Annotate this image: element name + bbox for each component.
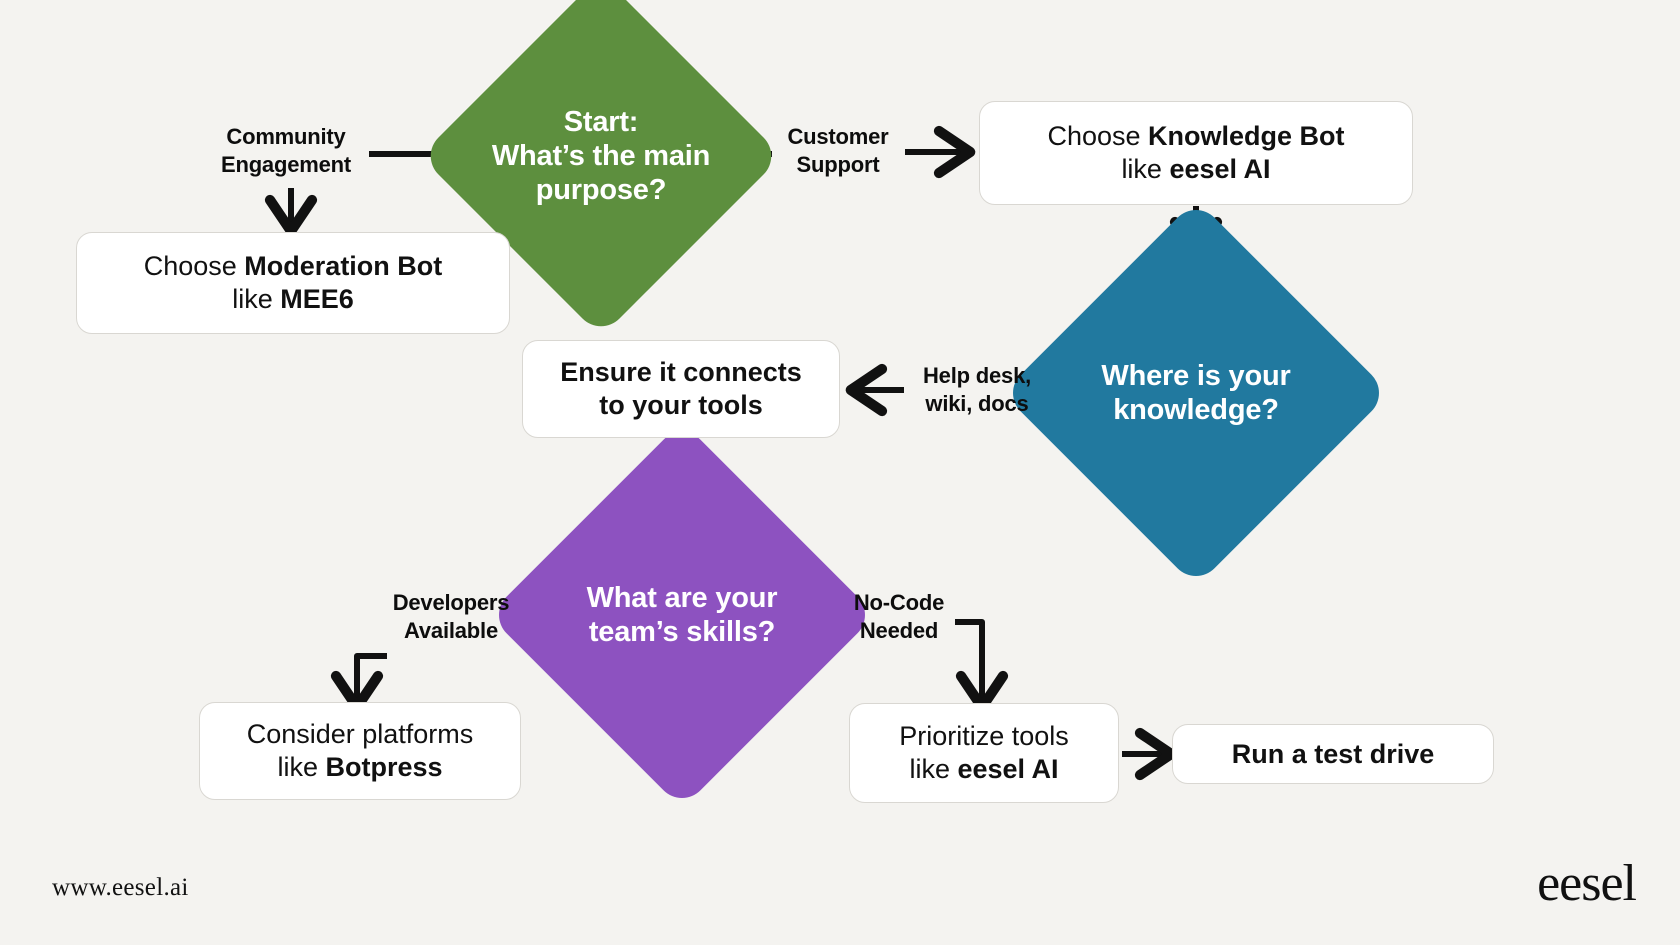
prioritize-tools-strong1: eesel AI [957,754,1059,784]
footer-website-url: www.eesel.ai [52,874,189,901]
knowledge-location-label: Where is your knowledge? [1101,359,1291,426]
node-botpress-box[interactable]: Consider platforms like Botpress [199,702,521,800]
node-team-skills-decision[interactable]: What are your team’s skills? [488,421,876,809]
edge-label-customer-support: Customer Support [787,124,889,177]
knowledge-bot-strong2: eesel AI [1169,154,1271,184]
node-prioritize-tools-box[interactable]: Prioritize tools like eesel AI [849,703,1119,803]
wire-developers-to-botpress [330,653,387,713]
node-test-drive-box[interactable]: Run a test drive [1172,724,1494,784]
knowledge-bot-prefix: Choose [1047,121,1149,152]
moderation-bot-prefix: Choose [143,251,245,282]
knowledge-bot-strong1: Knowledge Bot [1148,121,1345,152]
botpress-strong1: Botpress [325,752,443,782]
team-skills-label: What are your team’s skills? [586,581,778,648]
node-moderation-bot-box[interactable]: Choose Moderation Bot like MEE6 [76,232,510,334]
moderation-bot-strong2: MEE6 [280,284,354,314]
botpress-text: Consider platforms like Botpress [247,718,474,784]
node-knowledge-bot-box[interactable]: Choose Knowledge Bot like eesel AI [979,101,1413,205]
moderation-bot-strong1: Moderation Bot [244,251,443,282]
connect-tools-text: Ensure it connects to your tools [560,357,802,420]
brand-logo-eesel: eesel [1537,855,1637,912]
botpress-prefix: Consider platforms like [246,719,474,782]
moderation-bot-middle: like [232,284,273,314]
prioritize-tools-prefix: Prioritize tools like [899,721,1069,784]
edge-label-developers-available: Developers Available [392,590,510,643]
edge-label-help-desk-wiki-docs: Help desk, wiki, docs [922,363,1032,416]
knowledge-bot-text: Choose Knowledge Bot like eesel AI [1047,120,1344,186]
start-decision-label: Start: What’s the main purpose? [491,105,711,207]
test-drive-text: Run a test drive [1231,738,1435,769]
moderation-bot-text: Choose Moderation Bot like MEE6 [144,250,443,316]
prioritize-tools-text: Prioritize tools like eesel AI [899,720,1069,786]
node-knowledge-location-decision[interactable]: Where is your knowledge? [1002,199,1390,587]
node-connect-tools-box[interactable]: Ensure it connects to your tools [522,340,840,438]
node-start-decision[interactable]: Start: What’s the main purpose? [419,0,783,338]
edge-label-community-engagement: Community Engagement [220,124,352,177]
wire-nocode-to-prioritize-tools [955,619,1009,713]
knowledge-bot-middle: like [1121,154,1162,184]
edge-label-no-code-needed: No-Code Needed [853,590,945,643]
